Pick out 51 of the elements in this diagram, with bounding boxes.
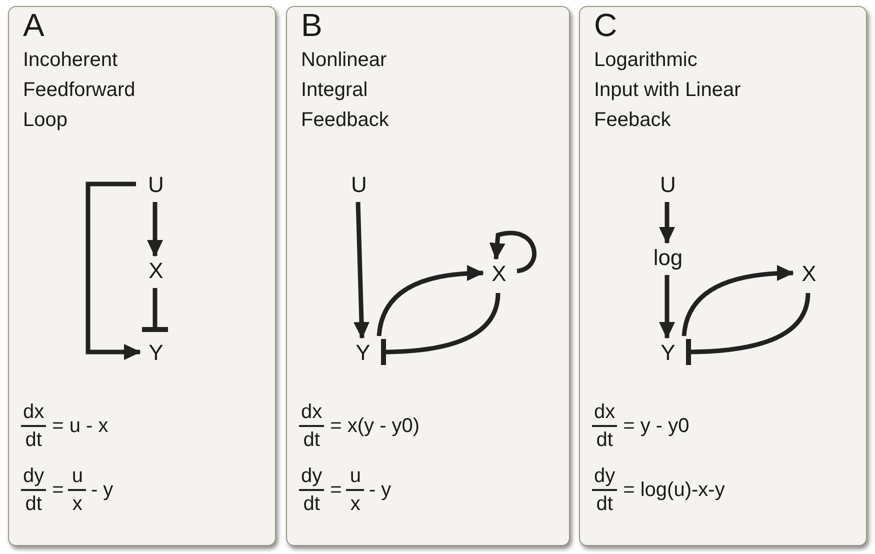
- denominator: dt: [21, 425, 46, 453]
- node-label: Y: [352, 341, 374, 365]
- node-label: X: [145, 259, 167, 283]
- node-label: U: [145, 173, 167, 197]
- numerator: dx: [22, 400, 46, 425]
- panel-letter: B: [301, 9, 324, 41]
- node-label: U: [348, 173, 370, 197]
- equation-term: =: [330, 478, 342, 503]
- arrow: [86, 182, 141, 360]
- denominator: x: [346, 489, 364, 517]
- numerator: dy: [300, 464, 324, 489]
- panel-letter: A: [23, 9, 46, 41]
- denominator: dt: [592, 425, 617, 453]
- panel: [579, 6, 867, 546]
- equation-term: = x(y - y0): [330, 414, 420, 439]
- arrow: [659, 202, 675, 244]
- arrow: [376, 265, 484, 336]
- denominator: dt: [21, 489, 46, 517]
- equation-term: = u - x: [52, 414, 108, 439]
- node-label: X: [798, 262, 820, 286]
- arrow: [659, 275, 675, 339]
- numerator: dx: [593, 400, 616, 425]
- arrow: [682, 265, 794, 336]
- numerator: dy: [22, 464, 46, 489]
- panel-title: Incoherent Feedforward Loop: [23, 48, 136, 133]
- numerator: dy: [593, 464, 616, 489]
- node-label: log: [650, 246, 686, 270]
- node-label: Y: [657, 341, 679, 365]
- panel-title: Logarithmic Input with Linear Feeback: [594, 48, 742, 133]
- arrow: [354, 202, 370, 339]
- denominator: x: [68, 489, 86, 517]
- node-label: U: [657, 173, 679, 197]
- panel-title: Nonlinear Integral Feedback: [301, 48, 390, 133]
- equation-term: =: [52, 478, 64, 503]
- equation-term: - y: [90, 478, 114, 503]
- numerator: u: [70, 464, 84, 489]
- denominator: dt: [299, 489, 324, 517]
- node-label: X: [488, 262, 510, 286]
- arrow: [489, 230, 536, 274]
- node-label: Y: [145, 341, 167, 365]
- numerator: dx: [300, 400, 324, 425]
- panel-letter: C: [594, 9, 618, 41]
- equation-term: = log(u)-x-y: [623, 478, 725, 503]
- panel: [286, 6, 570, 546]
- arrow: [147, 202, 163, 257]
- panel: [8, 6, 276, 546]
- equation-term: - y: [368, 478, 392, 503]
- denominator: dt: [299, 425, 324, 453]
- denominator: dt: [592, 489, 617, 517]
- numerator: u: [348, 464, 362, 489]
- equation-term: = y - y0: [623, 414, 690, 439]
